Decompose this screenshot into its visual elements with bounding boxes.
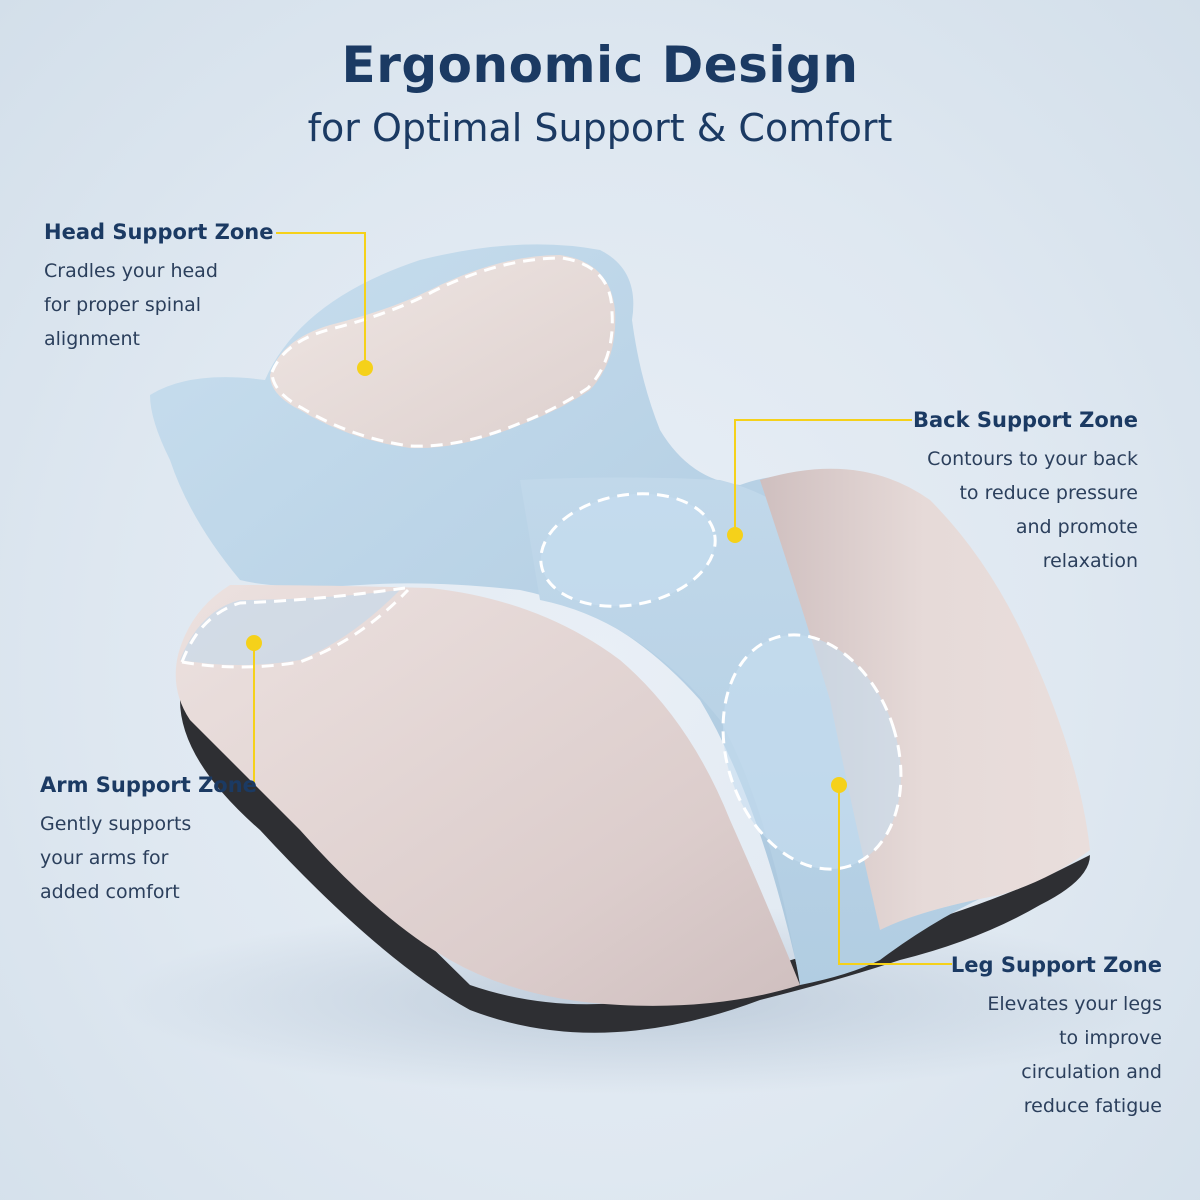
- back-zone-description: Contours to your back to reduce pressure…: [913, 442, 1138, 578]
- leg-zone-title: Leg Support Zone: [950, 953, 1162, 977]
- back-zone-outline: [539, 492, 717, 608]
- leg-zone-line: reduce fatigue: [1023, 1095, 1162, 1117]
- head-zone-description: Cradles your head for proper spinal alig…: [44, 254, 273, 356]
- back-callout-dot: [727, 527, 743, 543]
- arm-zone-line: added comfort: [40, 881, 180, 903]
- arm-zone-title: Arm Support Zone: [40, 773, 257, 797]
- back-zone-title: Back Support Zone: [912, 408, 1138, 432]
- back-zone-line: to reduce pressure: [959, 482, 1138, 504]
- leg-zone-description: Elevates your legs to improve circulatio…: [951, 987, 1162, 1123]
- head-cushion: [270, 255, 616, 449]
- head-zone-title: Head Support Zone: [44, 220, 274, 244]
- arm-zone-surface: [180, 590, 400, 665]
- pillow-right-lobe: [760, 468, 1090, 930]
- back-zone-line: and promote: [1015, 516, 1138, 538]
- leg-zone-line: circulation and: [1021, 1061, 1162, 1083]
- arm-callout-dot: [246, 635, 262, 651]
- head-zone-outline: [270, 256, 614, 448]
- arm-zone-outline-lower: [181, 588, 410, 669]
- page-title: Ergonomic Design: [341, 36, 859, 94]
- leg-zone-line: Elevates your legs: [987, 993, 1162, 1015]
- arm-zone-description: Gently supports your arms for added comf…: [40, 807, 257, 909]
- leg-zone-line: to improve: [1059, 1027, 1162, 1049]
- arm-zone-callout: Arm Support Zone Gently supports your ar…: [40, 773, 257, 909]
- head-zone-line: alignment: [44, 328, 140, 350]
- leg-callout-dot: [831, 777, 847, 793]
- pillow-left-lobe: [175, 585, 800, 1006]
- leg-zone-outline: [721, 633, 903, 871]
- head-zone-line: Cradles your head: [44, 260, 218, 282]
- back-zone-callout: Back Support Zone Contours to your back …: [913, 408, 1138, 578]
- head-zone-line: for proper spinal: [44, 294, 202, 316]
- arm-zone-line: your arms for: [40, 847, 169, 869]
- arm-zone-outline: [180, 586, 406, 663]
- arm-zone-line: Gently supports: [40, 813, 192, 835]
- back-zone-line: relaxation: [1042, 550, 1138, 572]
- head-callout-dot: [357, 360, 373, 376]
- page-subtitle: for Optimal Support & Comfort: [307, 106, 893, 150]
- head-zone-callout: Head Support Zone Cradles your head for …: [44, 220, 273, 356]
- leg-zone-callout: Leg Support Zone Elevates your legs to i…: [951, 953, 1162, 1123]
- head-callout-line: [276, 232, 366, 368]
- back-callout-line: [734, 419, 912, 533]
- back-zone-line: Contours to your back: [927, 448, 1138, 470]
- leg-callout-line: [838, 785, 952, 965]
